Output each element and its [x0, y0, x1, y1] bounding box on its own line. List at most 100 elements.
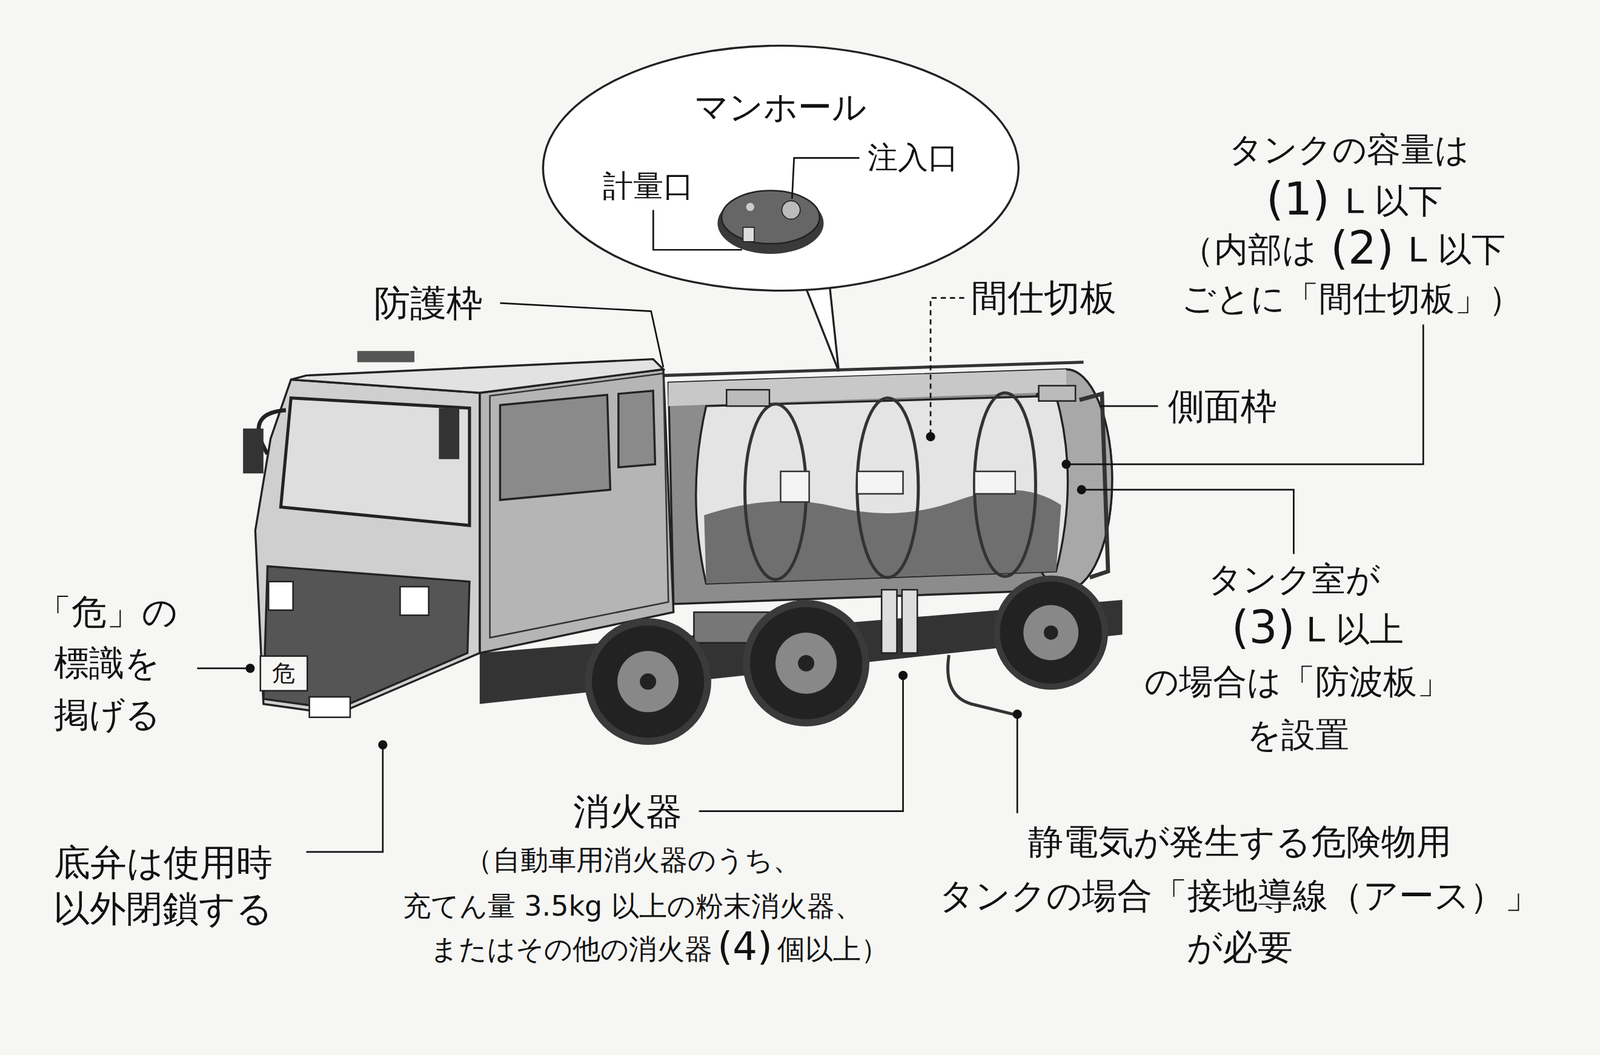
door-outline [490, 373, 669, 638]
note-text: L 以上 [1306, 610, 1404, 649]
part-label: 防護枠 [373, 282, 483, 325]
filling-port [781, 201, 800, 220]
leader-dot [378, 740, 388, 750]
tank-cutaway [696, 395, 1069, 584]
note-text: が必要 [1186, 926, 1293, 968]
baffle-plate [780, 471, 810, 503]
leader-line [653, 210, 743, 251]
note-text: タンクの場合「接地導線（アース）」 [939, 875, 1541, 917]
leader-dot [898, 670, 908, 680]
callout-number: (1) [1266, 173, 1330, 225]
extinguisher [902, 589, 918, 653]
wheel-rim [1023, 604, 1079, 660]
partition-plate [857, 398, 919, 578]
gauge-port [742, 227, 755, 243]
tank-liquid [703, 489, 1061, 584]
number-plate [309, 696, 351, 718]
hatch [726, 389, 770, 406]
part-label: 側面枠 [1168, 385, 1278, 428]
wheel-well [742, 599, 870, 727]
part-label: 間仕切板 [971, 276, 1117, 319]
wheel-well [993, 575, 1109, 691]
cab-side [479, 369, 674, 654]
headlight [268, 581, 293, 611]
callout-ellipse-shape [542, 46, 1019, 291]
tyre [1000, 581, 1103, 684]
note-text: （内部は [1180, 230, 1317, 269]
leader-dots [245, 431, 1086, 750]
leader-line [196, 667, 251, 670]
note-text: タンクの容量は [1228, 130, 1470, 170]
hatch [1038, 385, 1076, 401]
leader-line [930, 298, 965, 437]
leader-line [699, 675, 904, 812]
note-text: 標識を [53, 642, 160, 684]
note-text: 「危」の [36, 591, 178, 633]
leader-line [306, 744, 383, 852]
wheel-hub [639, 673, 657, 690]
note-text: 掲げる [53, 694, 161, 735]
cab-front [255, 379, 480, 714]
leader-line [499, 302, 663, 368]
wheel-hub [1043, 625, 1059, 640]
leader-line [1016, 714, 1019, 814]
wheel-rim [775, 632, 837, 694]
leader-dot [1077, 485, 1087, 495]
note-text: タンク室が [1208, 559, 1381, 599]
callout-ellipse: マンホール計量口 注入口 [541, 43, 1021, 293]
callout-number: (3) [1231, 601, 1296, 654]
tyre [591, 625, 704, 738]
note-text: またはその他の消火器 [430, 932, 713, 966]
leader-dot [925, 431, 935, 442]
cab-roof [290, 359, 664, 394]
tank [663, 362, 1113, 605]
wheel-well [584, 617, 712, 745]
part-label: 計量口 [602, 169, 694, 205]
tank-body [668, 369, 1112, 605]
leader-line [1066, 324, 1424, 465]
leader-dot [245, 663, 255, 673]
note-text: L 以下 [1344, 181, 1443, 221]
part-label: 消火器 [573, 790, 683, 833]
leader-line [1100, 405, 1159, 408]
note-text: を設置 [1246, 715, 1350, 755]
callout-number: (4) [717, 924, 773, 970]
leader-lines [196, 298, 1424, 852]
hazard-sign [260, 656, 308, 691]
baffle-plate [974, 471, 1015, 494]
leader-line [791, 158, 860, 199]
note-text: 個以上） [777, 932, 889, 966]
note-text: 底弁は使用時 [53, 841, 273, 884]
note-text: （自動車用消火器のうち、 [464, 843, 801, 877]
windshield [280, 398, 469, 526]
mirror [242, 428, 264, 474]
note-text: 以外閉鎖する [53, 887, 273, 930]
part-label: 注入口 [867, 140, 959, 176]
note-text: L 以下 [1407, 230, 1506, 269]
baffle-plate [857, 471, 904, 494]
side-window [499, 395, 611, 500]
headlight [399, 586, 429, 615]
callout-title: マンホール [694, 87, 867, 127]
door-window [618, 390, 656, 468]
side-frame [1079, 393, 1109, 578]
callout-number: (2) [1330, 222, 1395, 274]
partition-plate [974, 392, 1036, 577]
mirror [438, 408, 460, 460]
wheel-rim [617, 650, 679, 712]
leader-dot [1061, 459, 1071, 469]
leader-dot [1012, 709, 1023, 719]
hazard-sign-text: 危 [272, 660, 296, 688]
note-text: ごとに「間仕切板」） [1181, 279, 1523, 319]
earth-wire [948, 654, 1014, 715]
roof-lights [357, 350, 415, 363]
note-text: 充てん量 3.5kg 以上の粉末消火器、 [402, 889, 863, 923]
wheel-hub [797, 654, 815, 672]
note-text: の場合は「防波板」 [1144, 662, 1451, 701]
vent-mark [745, 202, 754, 211]
wheels [584, 575, 1109, 746]
leader-line [1081, 489, 1294, 554]
guard-frame [663, 362, 1084, 376]
